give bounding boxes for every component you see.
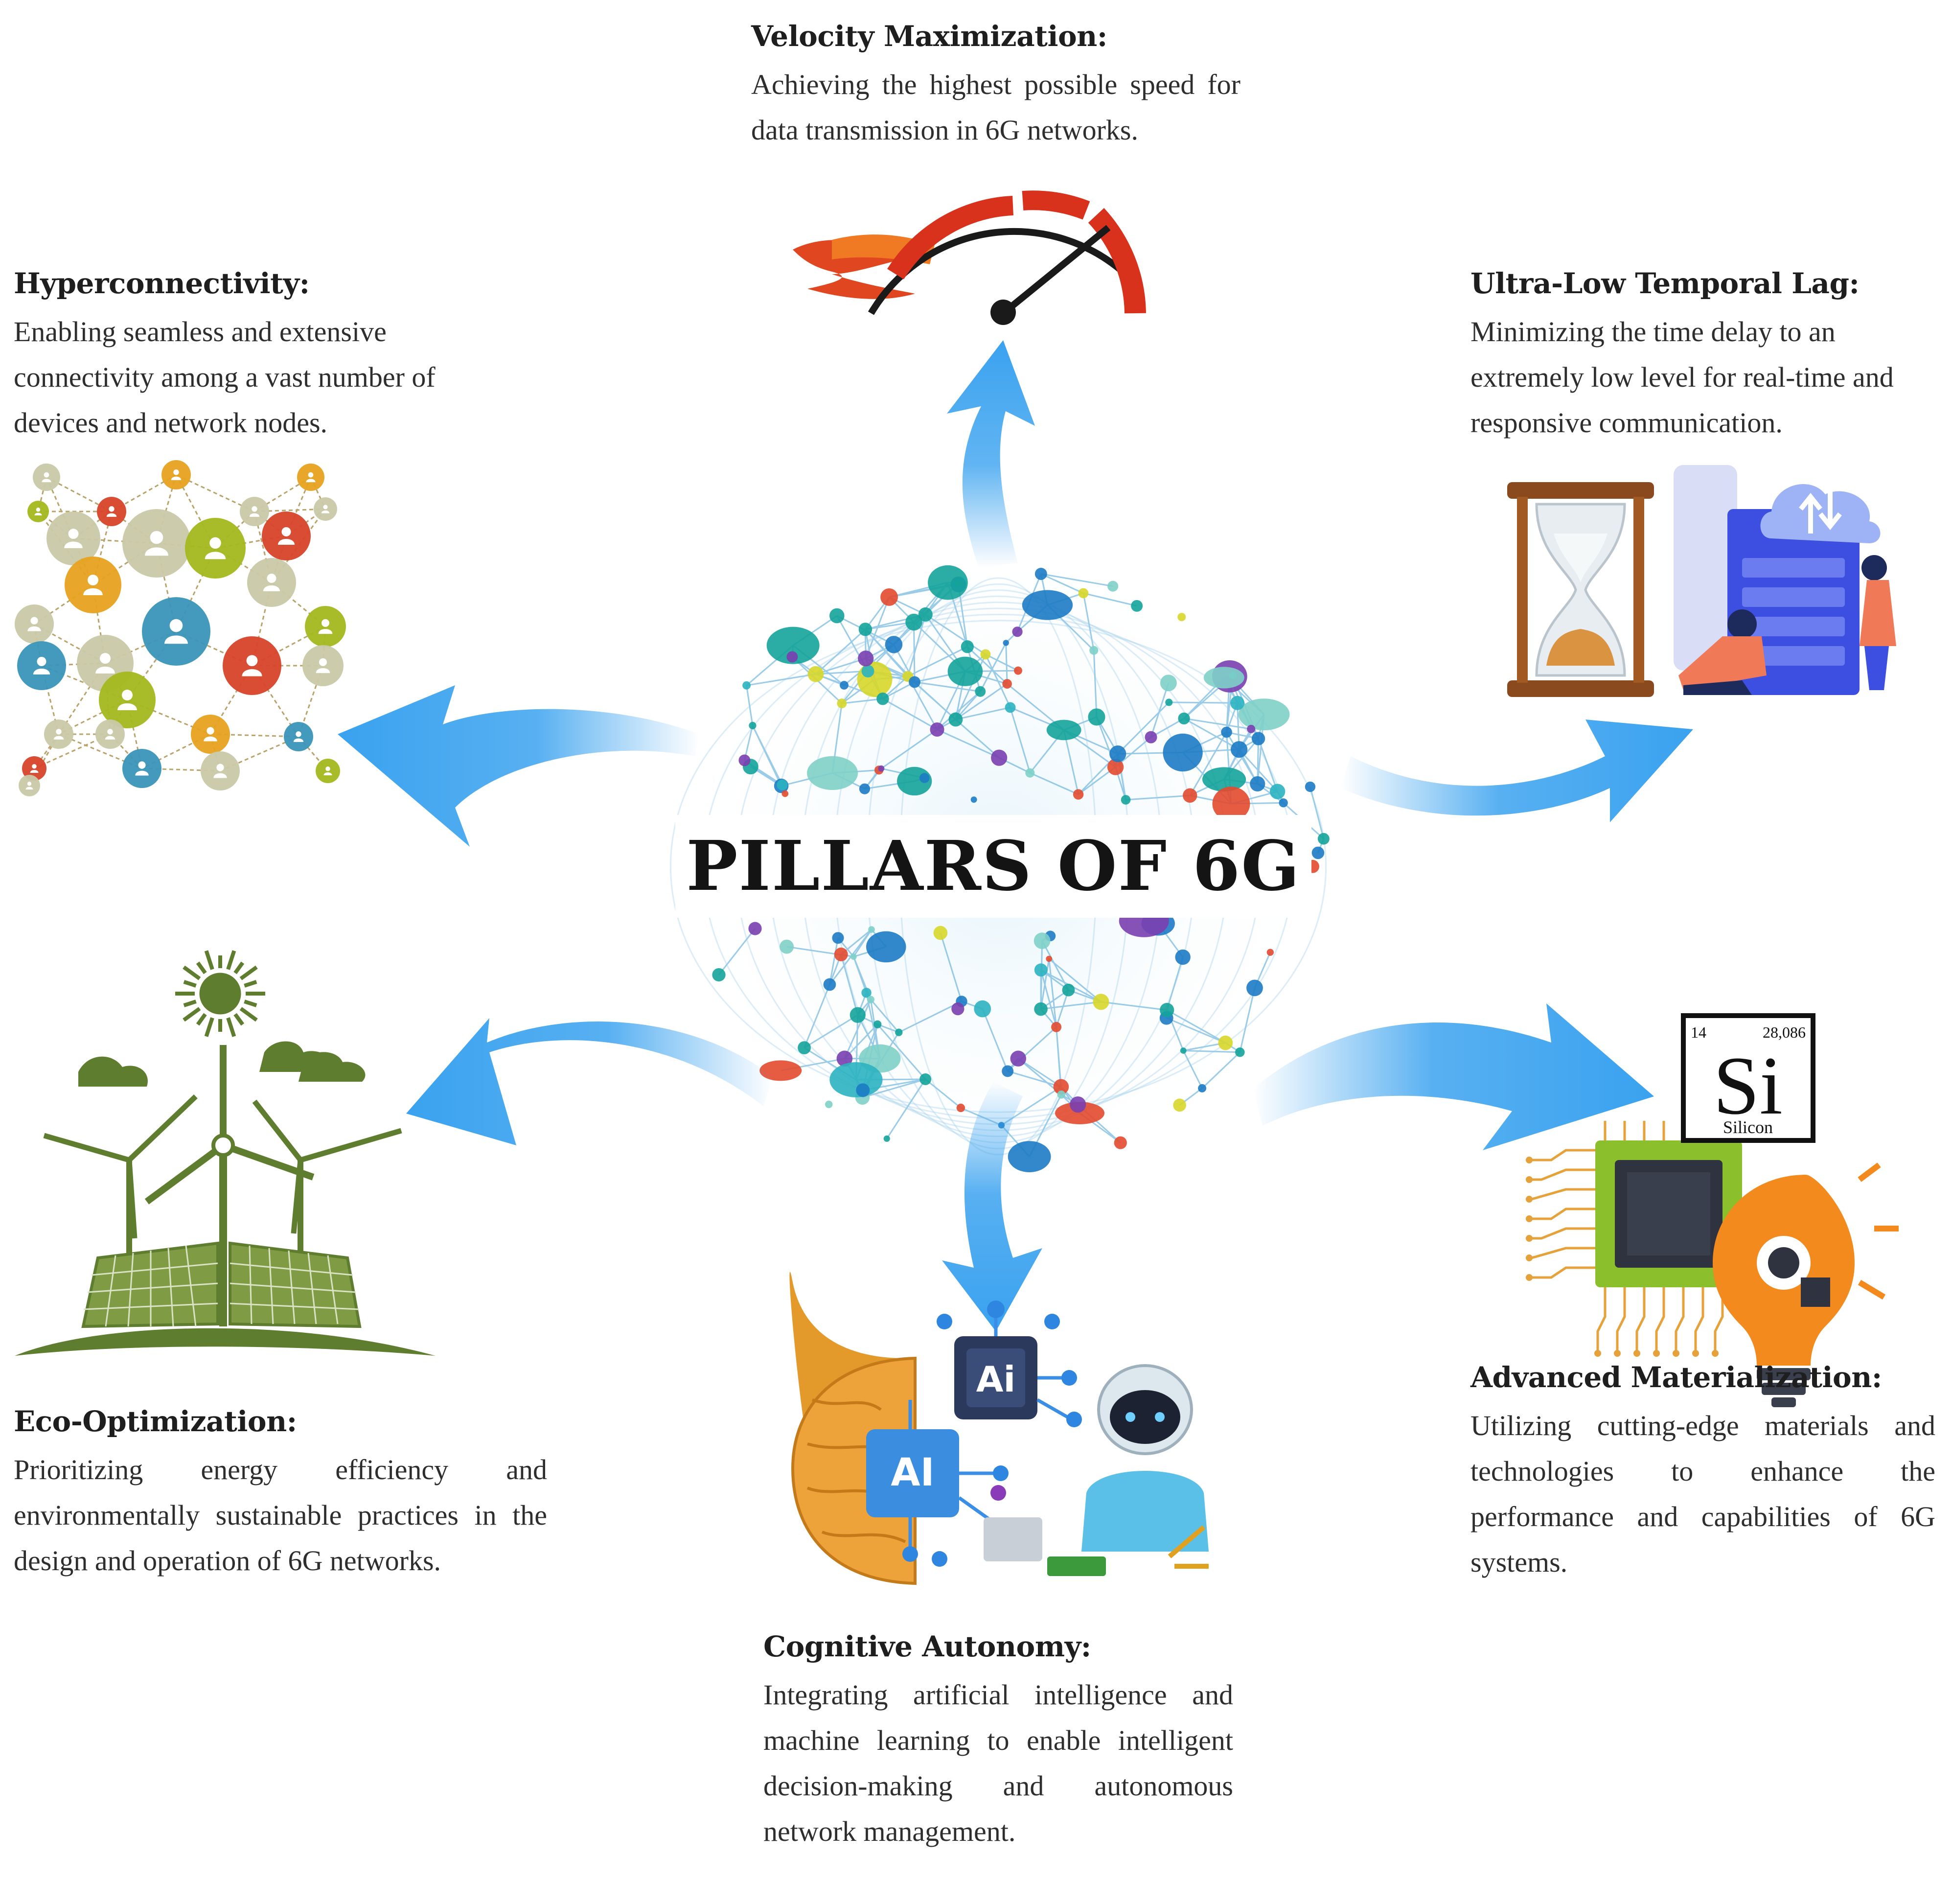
pillar-cognitive: Cognitive Autonomy: Integrating artifici… — [763, 1630, 1233, 1854]
wind-solar-icon — [15, 950, 436, 1356]
pillar-heading: Advanced Materialization: — [1470, 1361, 1882, 1394]
silicon-symbol: Si — [1713, 1040, 1783, 1132]
arrow-to-materials — [1253, 1003, 1654, 1150]
pillar-description: Minimizing the time delay to an extremel… — [1470, 316, 1894, 439]
pillar-velocity: Velocity Maximization: Achieving the hig… — [751, 20, 1240, 153]
arrow-to-cognitive — [942, 1082, 1042, 1331]
arrow-to-eco — [406, 1018, 773, 1145]
pillar-heading: Eco-Optimization: — [14, 1405, 297, 1438]
silicon-name: Silicon — [1723, 1117, 1773, 1137]
pillar-heading: Hyperconnectivity: — [14, 267, 310, 300]
silicon-atomic-mass: 28,086 — [1763, 1023, 1806, 1041]
arrow-to-velocity — [947, 340, 1035, 568]
pillar-latency: Ultra-Low Temporal Lag: Minimizing the t… — [1470, 267, 1935, 445]
ai-chip-label-top: Ai — [976, 1359, 1015, 1400]
pillar-eco: Eco-Optimization: Prioritizing energy ef… — [14, 1405, 547, 1583]
hourglass-cloud-icon — [1507, 465, 1896, 697]
silicon-atomic-number: 14 — [1691, 1023, 1706, 1041]
pillar-description: Enabling seamless and extensive connecti… — [14, 316, 436, 439]
pillar-heading: Velocity Maximization: — [751, 20, 1107, 53]
ai-chip-label-left: AI — [891, 1451, 934, 1495]
pillar-heading: Cognitive Autonomy: — [763, 1630, 1091, 1663]
pillar-description: Integrating artificial intelligence and … — [763, 1679, 1233, 1847]
pillar-materials: Advanced Materialization: Utilizing cutt… — [1470, 1361, 1935, 1585]
network-people-icon — [15, 460, 346, 796]
arrow-to-latency — [1341, 720, 1693, 822]
title-text: PILLARS OF 6G — [686, 826, 1301, 906]
speedometer-icon — [793, 190, 1146, 325]
pillar-description: Utilizing cutting-edge materials and tec… — [1470, 1410, 1935, 1578]
silicon-chip-icon: 14 28,086 Si Silicon — [1526, 1013, 1899, 1407]
pillar-description: Prioritizing energy efficiency and envir… — [14, 1454, 547, 1577]
pillar-description: Achieving the highest possible speed for… — [751, 69, 1240, 146]
ai-brain-robot-icon: Ai AI — [789, 1272, 1209, 1585]
pillar-heading: Ultra-Low Temporal Lag: — [1470, 267, 1860, 300]
arrow-to-hyperconnectivity — [338, 685, 700, 847]
pillar-hyperconnectivity: Hyperconnectivity: Enabling seamless and… — [14, 267, 493, 445]
diagram-title: PILLARS OF 6G — [675, 815, 1311, 918]
